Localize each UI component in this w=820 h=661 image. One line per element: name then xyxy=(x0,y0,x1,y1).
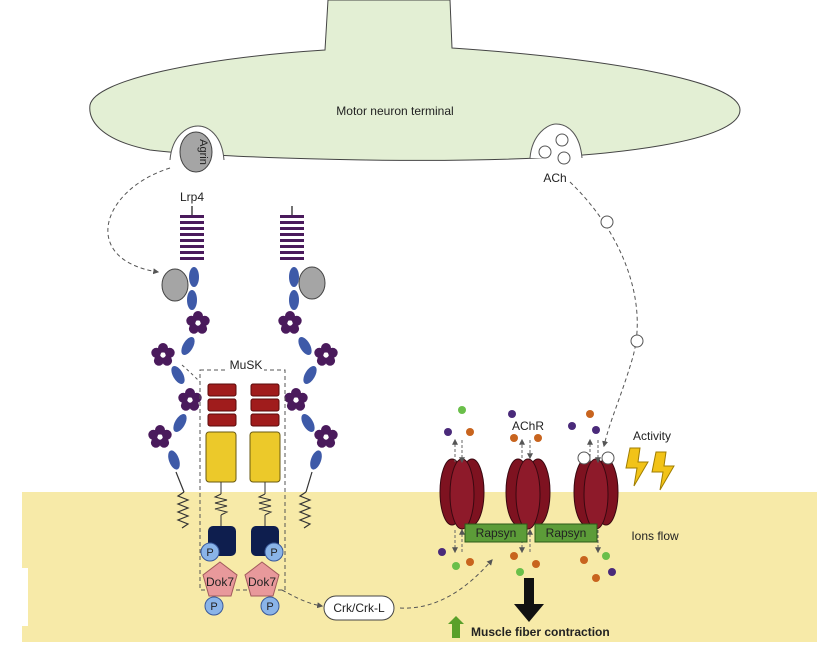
ach-vesicle xyxy=(529,123,583,165)
phosphate-label: P xyxy=(206,547,213,559)
muscle-fiber xyxy=(22,492,817,642)
achr-channel xyxy=(439,458,485,530)
musk-bracket xyxy=(181,364,201,383)
musk-receptor-right xyxy=(249,383,281,556)
ach-molecule xyxy=(600,215,614,229)
dok7-label-left: Dok7 xyxy=(206,575,234,589)
crk-node xyxy=(323,595,395,621)
achr-label: AChR xyxy=(512,419,544,433)
lrp4-receptor-left xyxy=(148,206,210,529)
bound-ach xyxy=(601,451,615,465)
lrp4-receptor-right xyxy=(278,206,338,529)
musk-label-bg xyxy=(228,358,264,372)
rapsyn-left xyxy=(464,523,528,543)
achr-channel xyxy=(505,458,551,530)
down-arrow-icon xyxy=(514,578,544,622)
lightning-icon xyxy=(625,447,649,487)
ions-flow-label: Ions flow xyxy=(631,529,679,543)
dok7-label-right: Dok7 xyxy=(248,575,276,589)
crk-label: Crk/Crk-L xyxy=(333,601,385,615)
ions xyxy=(438,406,616,582)
phosphate-label: P xyxy=(266,601,273,613)
bound-ach xyxy=(577,451,591,465)
musk-label: MuSK xyxy=(230,358,263,372)
terminal-label: Motor neuron terminal xyxy=(336,104,453,118)
muscle-edge-gap xyxy=(22,568,28,626)
lrp4-label: Lrp4 xyxy=(180,190,204,204)
phosphate-label: P xyxy=(210,601,217,613)
lightning-icon xyxy=(651,451,675,491)
up-arrow-icon xyxy=(448,616,464,638)
musk-receptor-left xyxy=(205,383,237,556)
dok7-right: Dok7 xyxy=(244,561,280,597)
phosphate-group: P xyxy=(264,542,284,562)
agrin-vesicle xyxy=(169,125,225,173)
achr-channel xyxy=(573,458,619,530)
dok7-left: Dok7 xyxy=(202,561,238,597)
phosphate-group: P xyxy=(200,542,220,562)
phosphate-label: P xyxy=(270,547,277,559)
ach-label: ACh xyxy=(543,171,566,185)
dok7-to-crk-arrow xyxy=(281,589,324,609)
rapsyn-label-right: Rapsyn xyxy=(546,526,587,540)
rapsyn-label-left: Rapsyn xyxy=(476,526,517,540)
agrin-label: Agrin xyxy=(197,139,209,165)
motor-neuron-terminal xyxy=(89,0,741,161)
activity-label: Activity xyxy=(633,429,671,443)
phosphate-group: P xyxy=(204,596,224,616)
contraction-label: Muscle fiber contraction xyxy=(471,625,610,639)
rapsyn-right xyxy=(534,523,598,543)
phosphate-group: P xyxy=(260,596,280,616)
agrin-to-lrp4-arrow xyxy=(107,167,171,275)
ach-molecule xyxy=(630,334,644,348)
